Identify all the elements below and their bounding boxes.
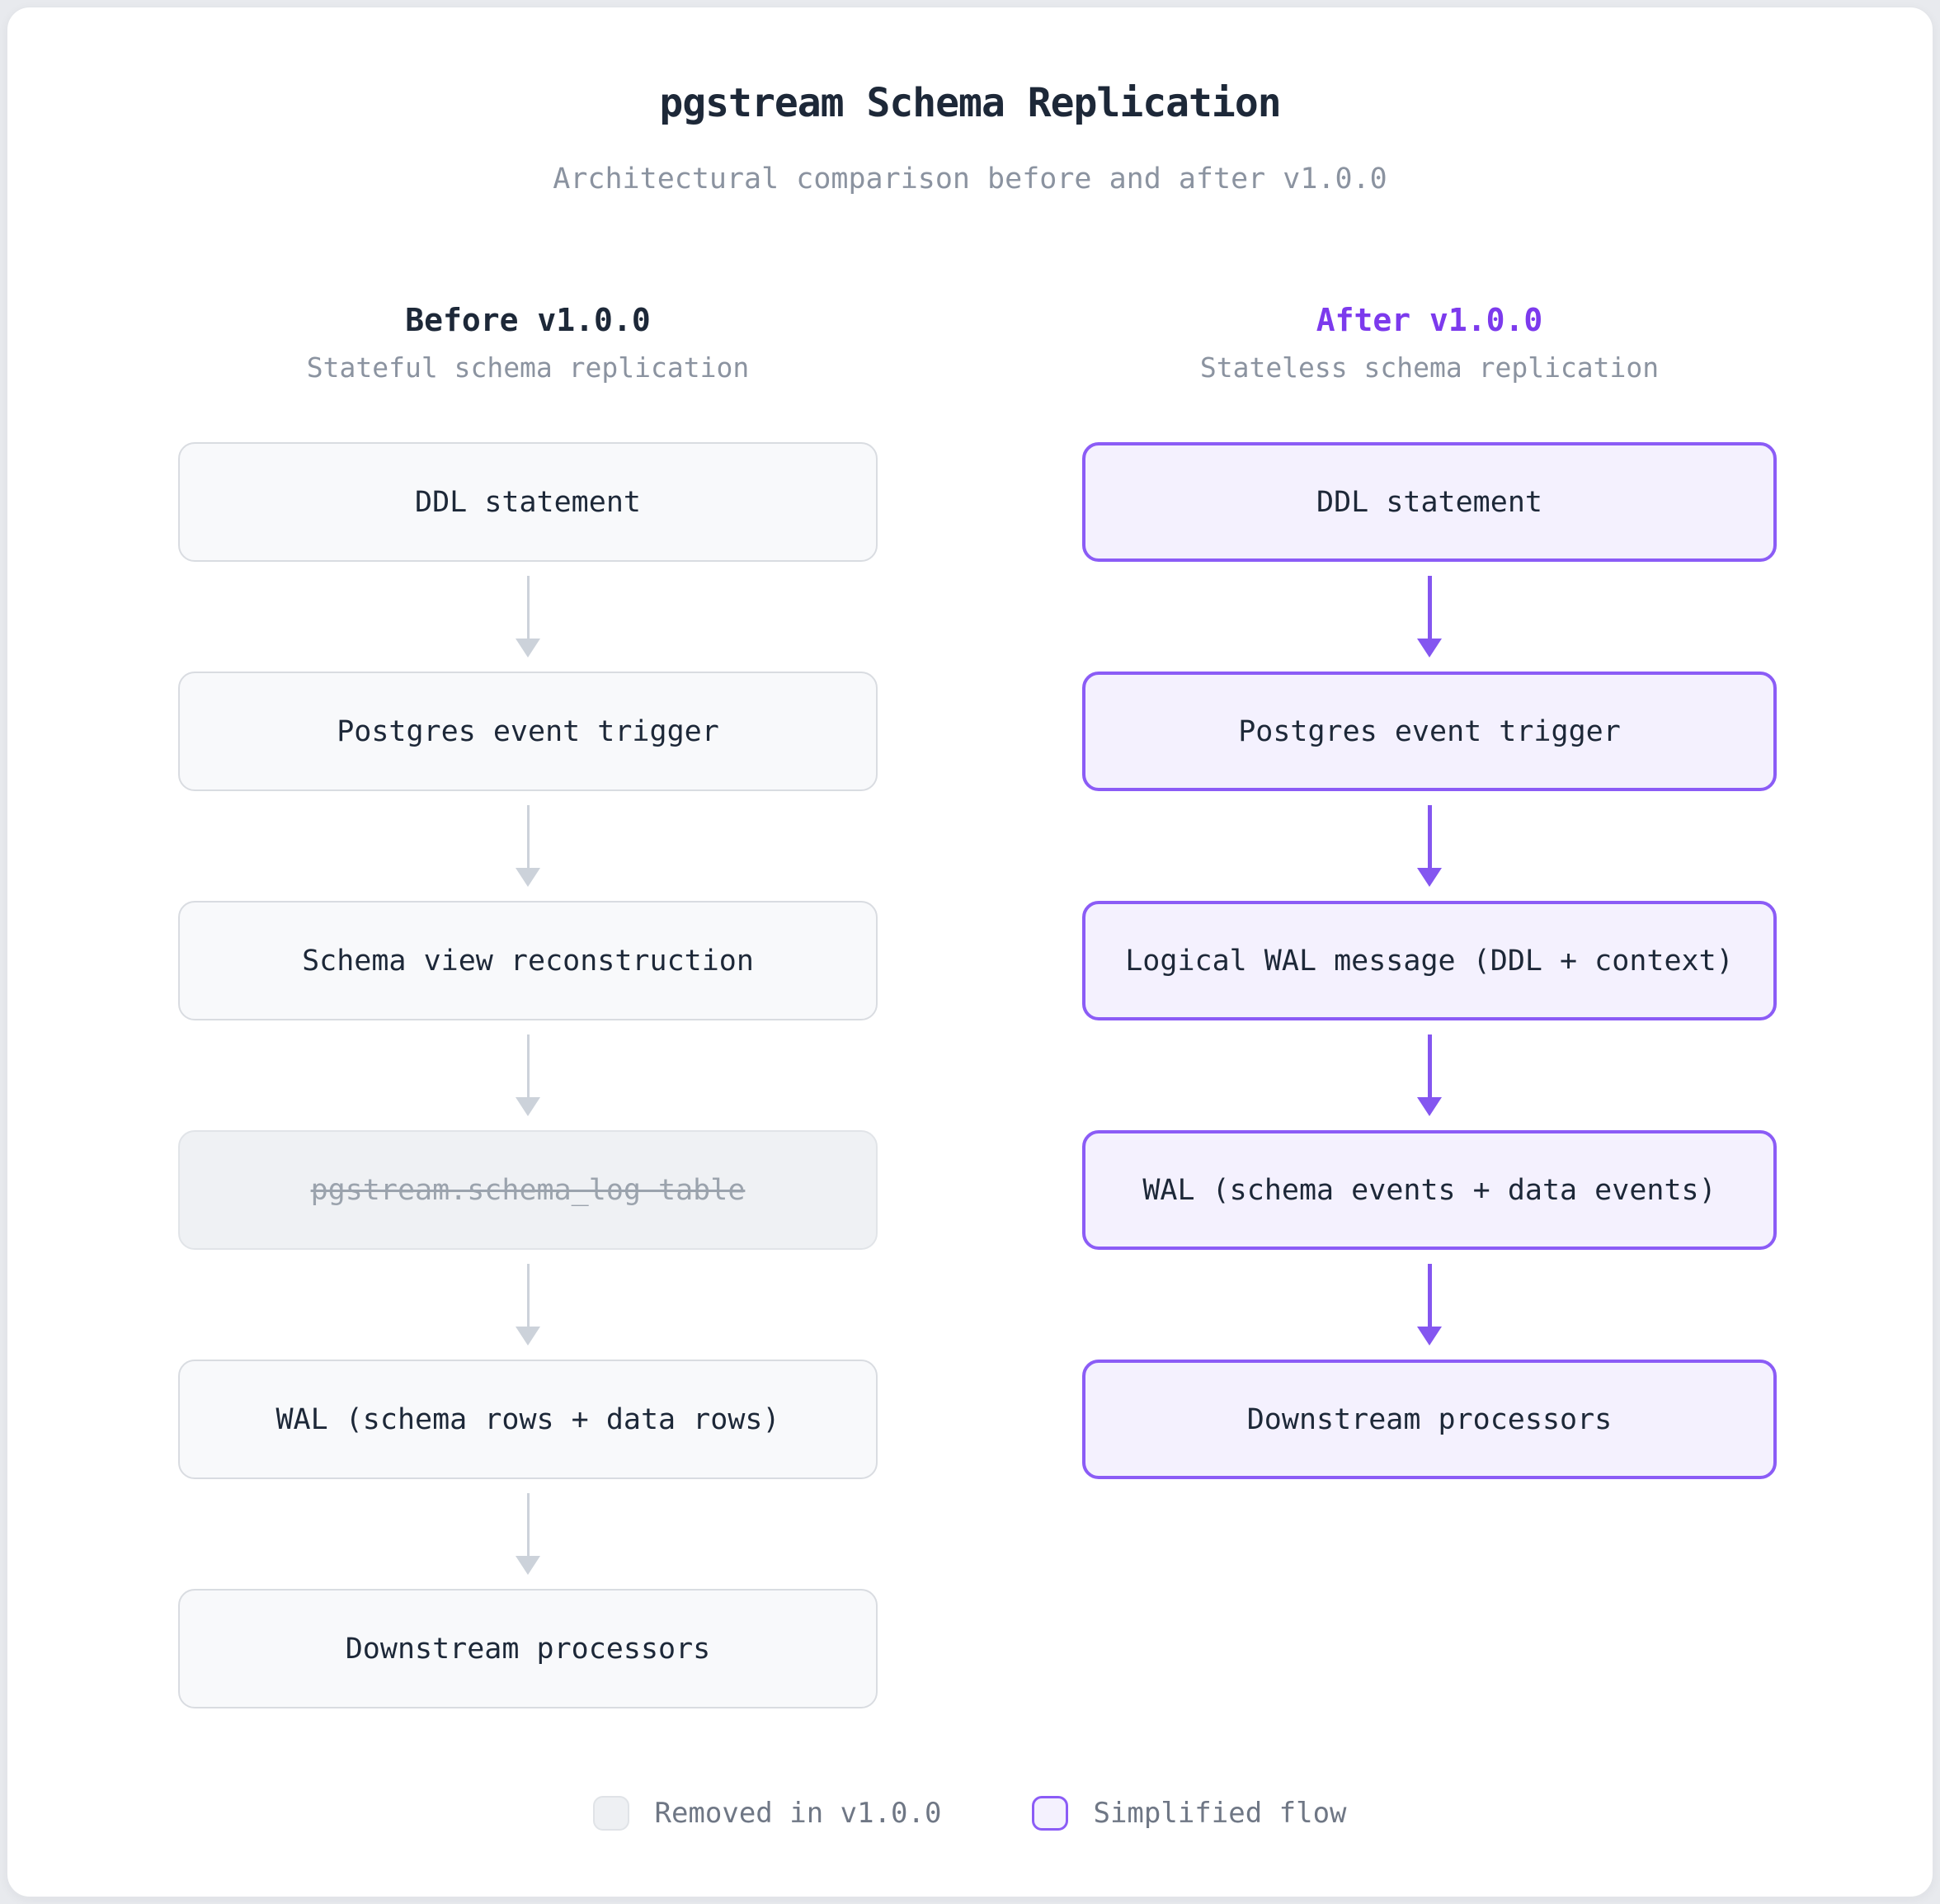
simplified-swatch-icon <box>1032 1796 1069 1831</box>
arrow-stem <box>1427 805 1432 868</box>
legend-simplified-label: Simplified flow <box>1093 1797 1347 1830</box>
down-arrow-icon <box>178 791 878 901</box>
flow-box-postgres-event-trigger: Postgres event trigger <box>1082 672 1777 791</box>
arrow-head <box>1417 1097 1442 1116</box>
arrow-head <box>516 868 540 887</box>
after-column-title: After v1.0.0 <box>1316 302 1543 338</box>
page-title: pgstream Schema Replication <box>659 80 1281 126</box>
down-arrow-icon <box>178 1479 878 1589</box>
arrow-head <box>1417 868 1442 887</box>
down-arrow-icon <box>1082 1250 1777 1360</box>
flow-box-downstream-processors: Downstream processors <box>178 1589 878 1708</box>
flow-box-wal-schema-rows: WAL (schema rows + data rows) <box>178 1360 878 1479</box>
flow-box-schema-log-table-removed: pgstream.schema_log table <box>178 1130 878 1250</box>
down-arrow-icon <box>1082 791 1777 901</box>
down-arrow-icon <box>1082 562 1777 672</box>
arrow-head <box>516 1097 540 1116</box>
arrow-stem <box>526 805 530 868</box>
arrow-stem <box>526 576 530 639</box>
arrow-stem <box>1427 1264 1432 1327</box>
after-flow-stack: DDL statement Postgres event trigger Log… <box>1082 442 1777 1479</box>
flow-box-schema-view-reconstruction: Schema view reconstruction <box>178 901 878 1020</box>
down-arrow-icon <box>178 562 878 672</box>
flow-box-wal-schema-events: WAL (schema events + data events) <box>1082 1130 1777 1250</box>
before-column-title: Before v1.0.0 <box>405 302 651 338</box>
flow-box-ddl-statement: DDL statement <box>1082 442 1777 562</box>
legend-removed-label: Removed in v1.0.0 <box>654 1797 942 1830</box>
arrow-stem <box>526 1264 530 1327</box>
down-arrow-icon <box>1082 1020 1777 1130</box>
arrow-head <box>516 639 540 657</box>
diagram-card: pgstream Schema Replication Architectura… <box>7 7 1933 1897</box>
flow-box-logical-wal-message: Logical WAL message (DDL + context) <box>1082 901 1777 1020</box>
flow-box-downstream-processors: Downstream processors <box>1082 1360 1777 1479</box>
flow-box-postgres-event-trigger: Postgres event trigger <box>178 672 878 791</box>
arrow-stem <box>1427 576 1432 639</box>
after-column-subtitle: Stateless schema replication <box>1199 351 1660 384</box>
down-arrow-icon <box>178 1250 878 1360</box>
arrow-stem <box>526 1493 530 1556</box>
before-column-subtitle: Stateful schema replication <box>306 351 750 384</box>
arrow-stem <box>1427 1034 1432 1097</box>
arrow-head <box>1417 1327 1442 1346</box>
flow-box-ddl-statement: DDL statement <box>178 442 878 562</box>
before-flow-stack: DDL statement Postgres event trigger Sch… <box>178 442 878 1708</box>
arrow-stem <box>526 1034 530 1097</box>
arrow-head <box>516 1327 540 1346</box>
after-column: After v1.0.0 Stateless schema replicatio… <box>1082 300 1777 1479</box>
arrow-head <box>1417 639 1442 657</box>
legend: Removed in v1.0.0 Simplified flow <box>7 1796 1933 1831</box>
removed-swatch-icon <box>593 1796 630 1831</box>
down-arrow-icon <box>178 1020 878 1130</box>
arrow-head <box>516 1556 540 1575</box>
legend-item-removed: Removed in v1.0.0 <box>593 1796 941 1831</box>
before-column: Before v1.0.0 Stateful schema replicatio… <box>178 300 878 1708</box>
legend-item-simplified: Simplified flow <box>1032 1796 1347 1831</box>
page-subtitle: Architectural comparison before and afte… <box>553 163 1387 196</box>
